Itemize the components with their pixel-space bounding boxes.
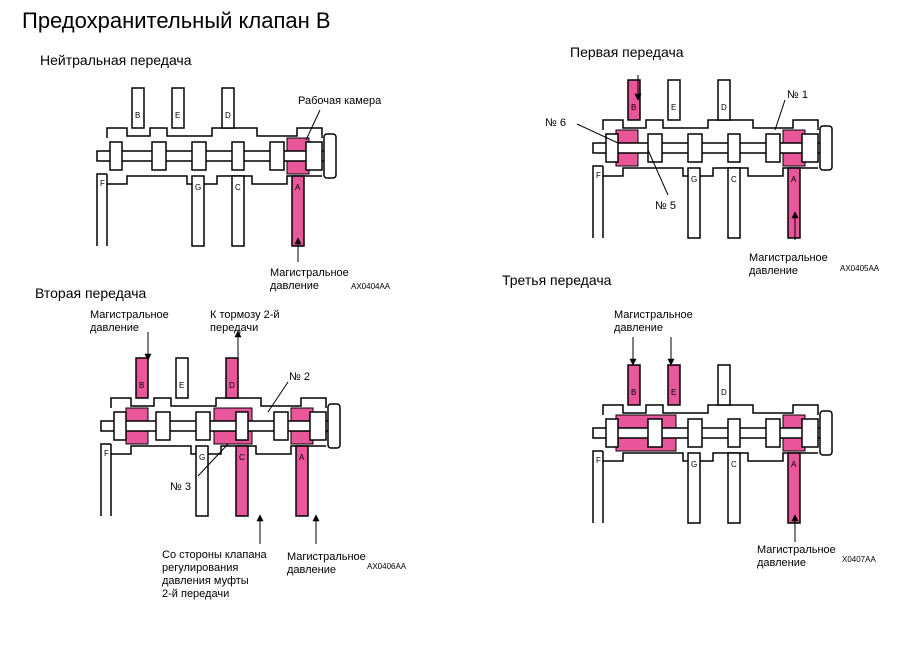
second-figure-code: AX0406AA: [367, 562, 407, 571]
third-mainline-label-2: давление: [757, 557, 807, 569]
svg-text:E: E: [175, 111, 180, 120]
svg-text:D: D: [225, 111, 231, 120]
first-mainline-label-1: Магистральное: [749, 252, 828, 264]
second-clutch-label-4: 2-й передачи: [162, 588, 230, 600]
first-n6-label: № 6: [545, 117, 566, 129]
second-n3-leader: [197, 443, 229, 477]
svg-text:F: F: [100, 179, 105, 188]
first-figure-code: AX0405AA: [840, 264, 880, 273]
second-mainline-in-label-2: давление: [90, 322, 140, 334]
svg-text:D: D: [721, 388, 727, 397]
svg-text:E: E: [671, 103, 676, 112]
third-mainline-in-label-1: Магистральное: [614, 309, 693, 321]
second-n2-leader: [267, 381, 289, 413]
svg-text:A: A: [299, 453, 305, 462]
svg-text:D: D: [721, 103, 727, 112]
panel-title-neutral: Нейтральная передача: [40, 52, 192, 68]
svg-text:A: A: [791, 460, 797, 469]
neutral-chamber-label: Рабочая камера: [298, 95, 382, 107]
svg-text:C: C: [731, 460, 737, 469]
svg-text:C: C: [239, 453, 245, 462]
first-n6-leader: [576, 123, 619, 144]
svg-text:G: G: [691, 175, 697, 184]
neutral-mainline-label-1: Магистральное: [270, 267, 349, 279]
second-n2-label: № 2: [289, 371, 310, 383]
second-clutch-label-2: регулирования: [162, 562, 239, 574]
svg-text:B: B: [135, 111, 140, 120]
third-mainline-label-1: Магистральное: [757, 544, 836, 556]
panel-title-first: Первая передача: [570, 44, 684, 60]
second-brake-label-1: К тормозу 2-й: [210, 309, 280, 321]
first-n5-label: № 5: [655, 200, 676, 212]
first-n5-leader: [647, 149, 669, 196]
valve-third: B E D G C A F: [592, 364, 833, 524]
svg-text:B: B: [631, 388, 636, 397]
svg-text:A: A: [295, 183, 301, 192]
valve-neutral: B E D G C A F: [96, 87, 337, 247]
svg-text:A: A: [791, 175, 797, 184]
second-mainline-in-label-1: Магистральное: [90, 309, 169, 321]
svg-text:E: E: [179, 381, 184, 390]
first-mainline-label-2: давление: [749, 265, 799, 277]
valve-first: B E D G C A F: [592, 79, 833, 239]
svg-text:B: B: [631, 103, 636, 112]
neutral-chamber-leader: [305, 109, 321, 141]
svg-text:G: G: [199, 453, 205, 462]
svg-text:G: G: [691, 460, 697, 469]
second-mainline-label-1: Магистральное: [287, 551, 366, 563]
svg-text:F: F: [596, 171, 601, 180]
second-brake-label-2: передачи: [210, 322, 259, 334]
svg-text:G: G: [195, 183, 201, 192]
svg-text:B: B: [139, 381, 144, 390]
svg-text:D: D: [229, 381, 235, 390]
second-clutch-label-1: Со стороны клапана: [162, 549, 267, 561]
page-title: Предохранительный клапан В: [22, 8, 331, 33]
svg-text:C: C: [235, 183, 241, 192]
panel-title-second: Вторая передача: [35, 285, 147, 301]
first-n1-leader: [774, 99, 786, 131]
third-figure-code: X0407AA: [842, 555, 876, 564]
valve-second: B E D G C A F: [100, 357, 341, 517]
neutral-mainline-label-2: давление: [270, 280, 320, 292]
svg-text:F: F: [104, 449, 109, 458]
third-mainline-in-label-2: давление: [614, 322, 664, 334]
neutral-figure-code: AX0404AA: [351, 282, 391, 291]
second-clutch-label-3: давления муфты: [162, 575, 249, 587]
svg-text:E: E: [671, 388, 676, 397]
svg-text:C: C: [731, 175, 737, 184]
first-n1-label: № 1: [787, 89, 808, 101]
second-n3-label: № 3: [170, 481, 191, 493]
panel-title-third: Третья передача: [502, 272, 612, 288]
svg-text:F: F: [596, 456, 601, 465]
second-mainline-label-2: давление: [287, 564, 337, 576]
